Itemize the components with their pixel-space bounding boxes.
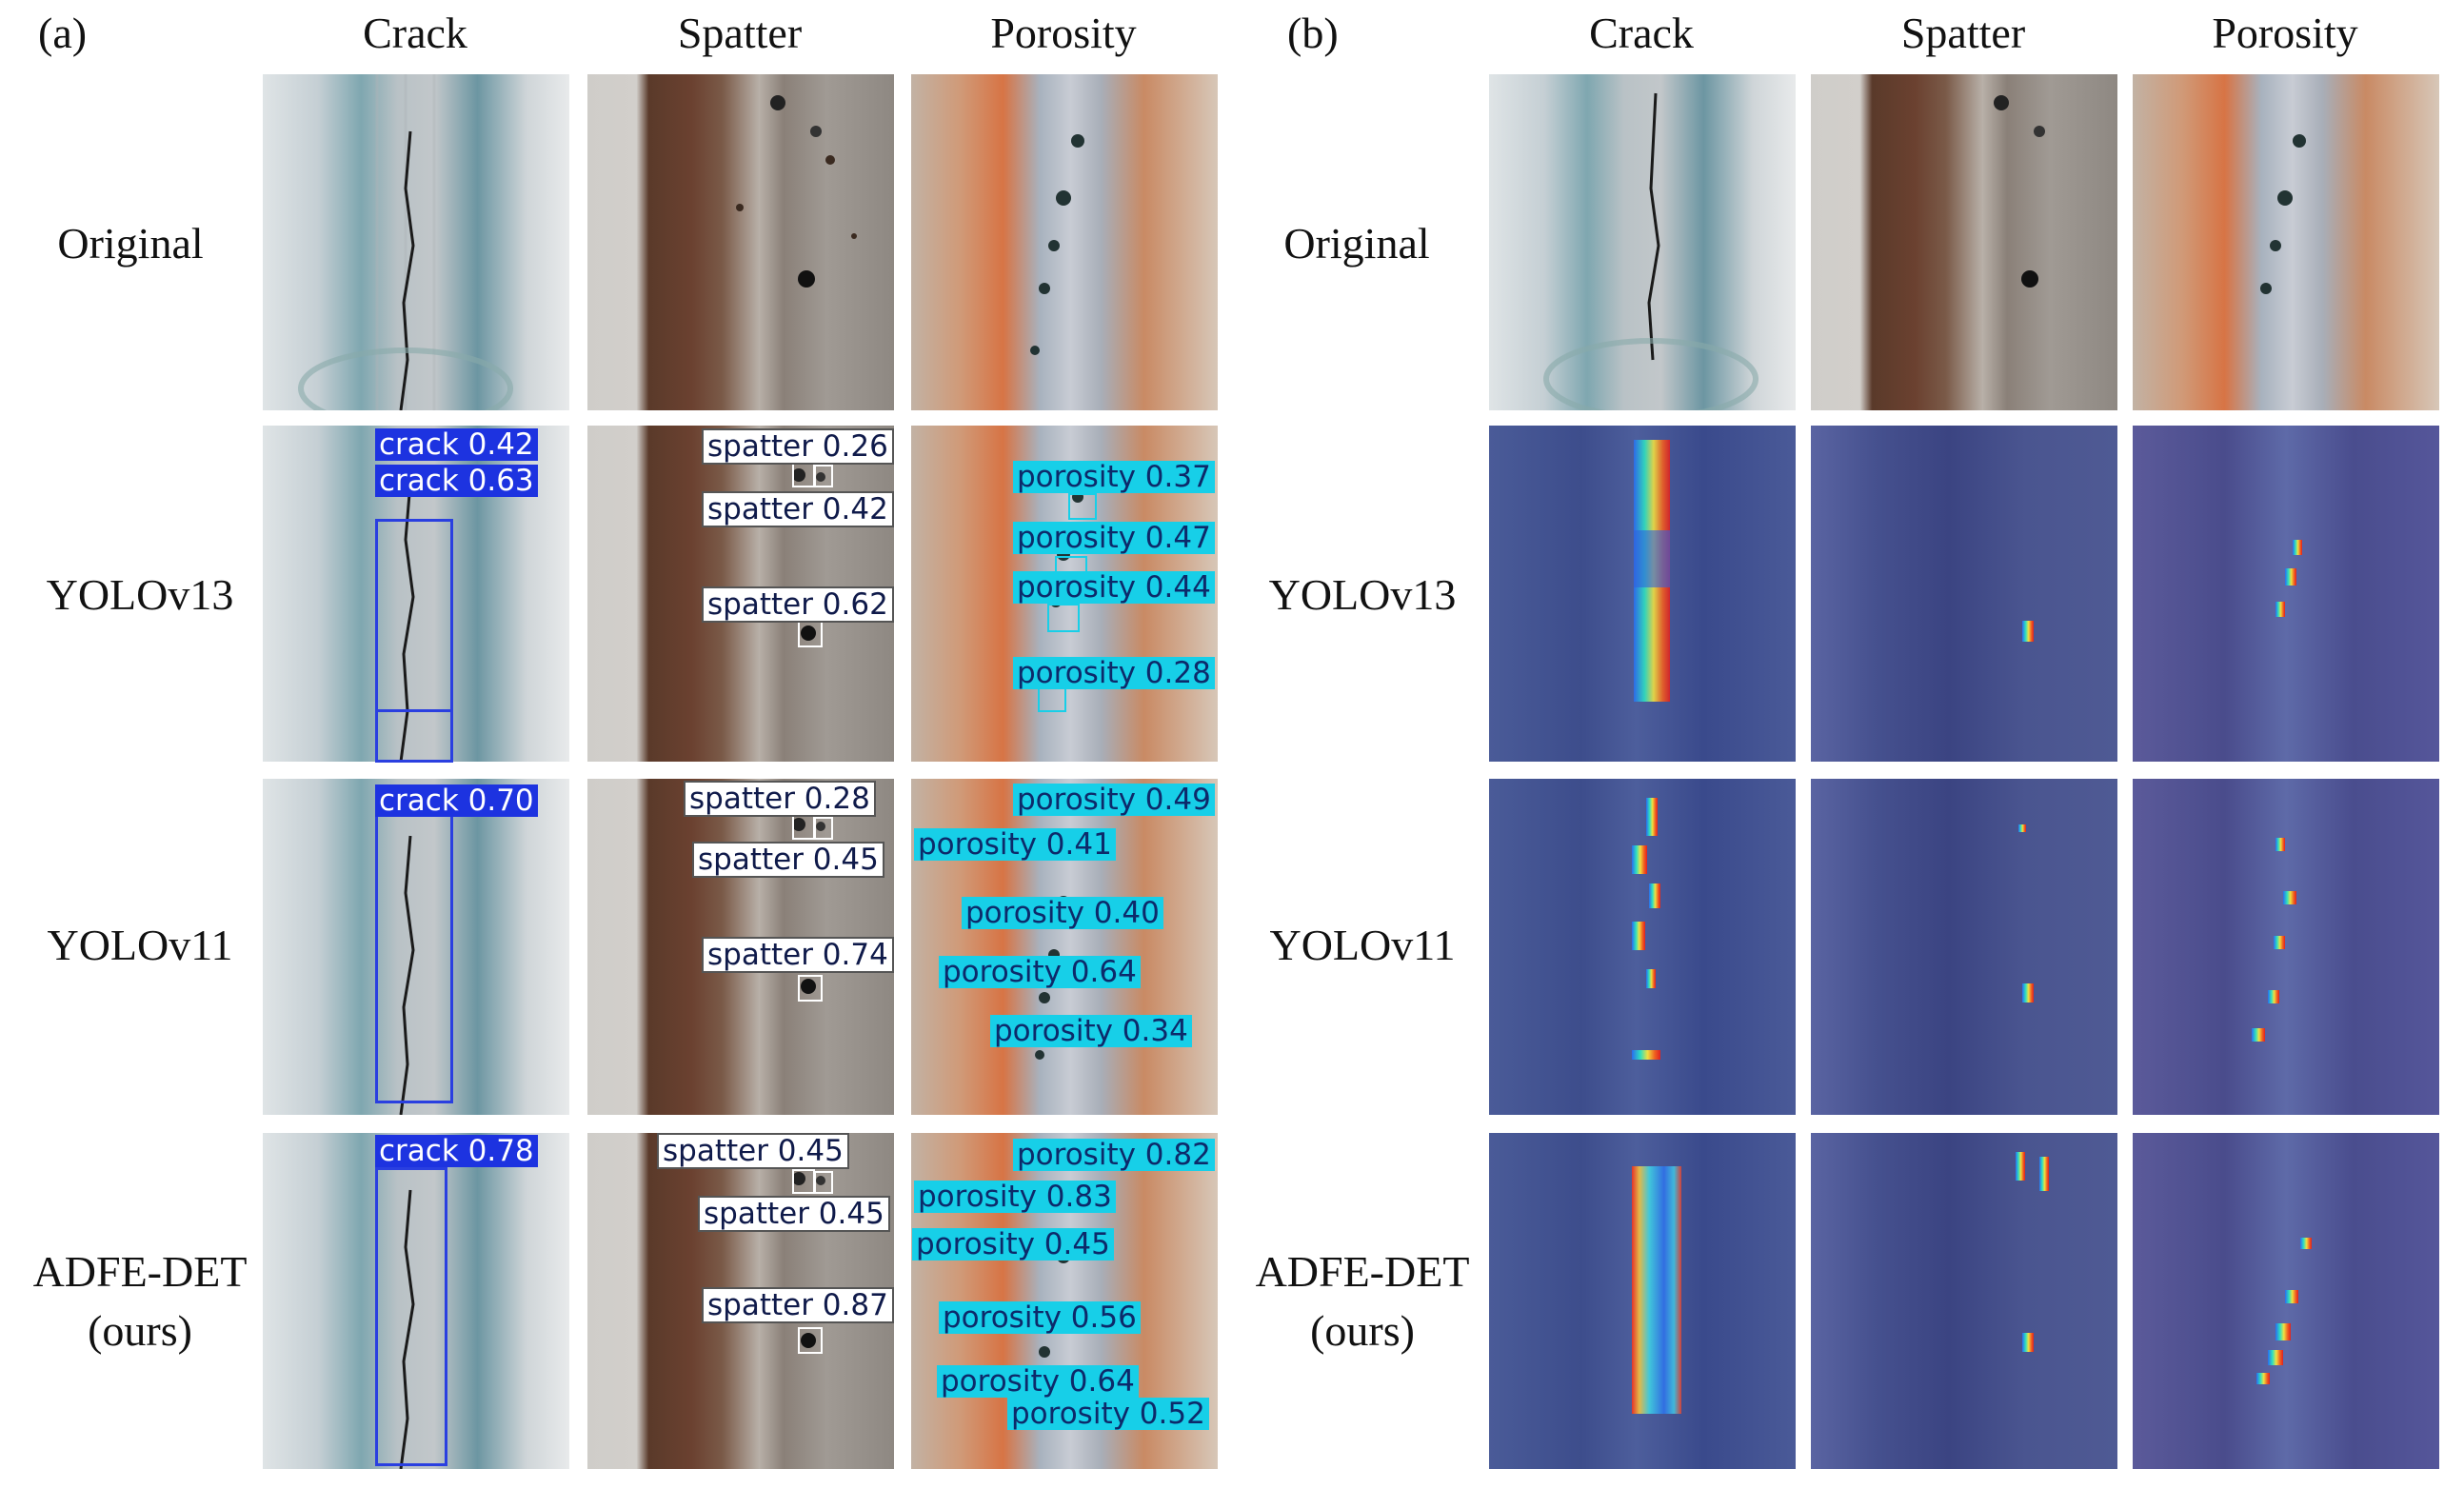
detection-label: porosity 0.37 xyxy=(1013,461,1215,493)
panel-a-adfe-crack-image xyxy=(263,1133,569,1469)
panel-a-col-crack: Crack xyxy=(363,9,467,57)
spatter-box xyxy=(814,817,833,840)
crack-box xyxy=(375,709,453,763)
panel-b-adfe-porosity-heatmap xyxy=(2133,1133,2439,1469)
spatter-box xyxy=(798,975,823,1002)
detection-label: spatter 0.62 xyxy=(702,586,894,623)
detection-label: porosity 0.82 xyxy=(1013,1139,1215,1171)
detection-label: porosity 0.45 xyxy=(912,1228,1114,1261)
panel-a-row-yolov13: YOLOv13 xyxy=(46,570,234,619)
spatter-box xyxy=(814,465,833,487)
detection-label: crack 0.42 xyxy=(375,428,538,461)
panel-b-yolov11-crack-heatmap xyxy=(1489,779,1796,1115)
detection-label: crack 0.70 xyxy=(375,784,538,817)
detection-label: porosity 0.44 xyxy=(1013,571,1215,604)
panel-b-row-adfe: ADFE-DET (ours) xyxy=(1255,1247,1470,1355)
spatter-box xyxy=(792,463,815,487)
panel-b-row-original: Original xyxy=(1283,219,1430,268)
detection-label: porosity 0.34 xyxy=(990,1015,1192,1047)
panel-b-adfe-spatter-heatmap xyxy=(1811,1133,2117,1469)
panel-a-original-porosity-image xyxy=(911,74,1218,410)
detection-label: porosity 0.49 xyxy=(1013,784,1215,816)
spatter-box xyxy=(798,621,823,647)
detection-label: porosity 0.64 xyxy=(937,1365,1139,1398)
panel-a-yolov11-crack-image xyxy=(263,779,569,1115)
panel-b-original-crack-image xyxy=(1489,74,1796,410)
detection-label: spatter 0.42 xyxy=(702,491,894,527)
detection-label: crack 0.78 xyxy=(375,1135,538,1167)
porosity-box xyxy=(1068,493,1097,520)
detection-label: porosity 0.56 xyxy=(939,1301,1141,1334)
panel-b-yolov13-porosity-heatmap xyxy=(2133,426,2439,762)
porosity-box xyxy=(1038,687,1066,712)
panel-a-original-spatter-image xyxy=(587,74,894,410)
detection-label: crack 0.63 xyxy=(375,465,538,497)
detection-label: porosity 0.47 xyxy=(1013,522,1215,554)
panel-b-row-yolov13: YOLOv13 xyxy=(1268,570,1457,619)
panel-b-yolov13-crack-heatmap xyxy=(1489,426,1796,762)
detection-label: porosity 0.52 xyxy=(1007,1398,1209,1430)
spatter-box xyxy=(814,1171,833,1194)
crack-box xyxy=(375,1167,447,1466)
panel-b-col-crack: Crack xyxy=(1589,9,1694,57)
panel-b-yolov11-spatter-heatmap xyxy=(1811,779,2117,1115)
panel-a-original-crack-image xyxy=(263,74,569,410)
panel-b-col-spatter: Spatter xyxy=(1900,9,2026,57)
detection-label: spatter 0.87 xyxy=(702,1287,894,1323)
detection-label: porosity 0.64 xyxy=(939,956,1141,988)
panel-a-row-original: Original xyxy=(57,219,204,268)
panel-a-row-adfe: ADFE-DET (ours) xyxy=(32,1247,248,1355)
panel-a-tag: (a) xyxy=(38,9,88,57)
panel-b-col-porosity: Porosity xyxy=(2212,9,2358,57)
panel-a-row-yolov11: YOLOv11 xyxy=(47,921,233,969)
detection-label: spatter 0.28 xyxy=(684,781,876,817)
panel-b-yolov11-porosity-heatmap xyxy=(2133,779,2439,1115)
detection-label: porosity 0.83 xyxy=(914,1181,1116,1213)
panel-b-row-yolov11: YOLOv11 xyxy=(1269,921,1456,969)
spatter-box xyxy=(798,1327,823,1354)
panel-a-col-porosity: Porosity xyxy=(990,9,1137,57)
spatter-box xyxy=(792,1169,815,1194)
detection-label: porosity 0.28 xyxy=(1013,657,1215,689)
detection-label: spatter 0.45 xyxy=(698,1196,890,1232)
panel-b-original-spatter-image xyxy=(1811,74,2117,410)
detection-label: spatter 0.45 xyxy=(657,1133,849,1169)
panel-b-tag: (b) xyxy=(1287,9,1339,57)
detection-label: spatter 0.45 xyxy=(692,842,884,878)
crack-box xyxy=(375,814,453,1103)
panel-a-col-spatter: Spatter xyxy=(677,9,803,57)
detection-label: spatter 0.74 xyxy=(702,937,894,973)
detection-label: porosity 0.41 xyxy=(914,828,1116,861)
panel-b-adfe-crack-heatmap xyxy=(1489,1133,1796,1469)
detection-label: spatter 0.26 xyxy=(702,428,894,465)
panel-b-original-porosity-image xyxy=(2133,74,2439,410)
detection-label: porosity 0.40 xyxy=(962,897,1163,929)
spatter-box xyxy=(792,815,815,840)
panel-b-yolov13-spatter-heatmap xyxy=(1811,426,2117,762)
porosity-box xyxy=(1047,604,1080,632)
